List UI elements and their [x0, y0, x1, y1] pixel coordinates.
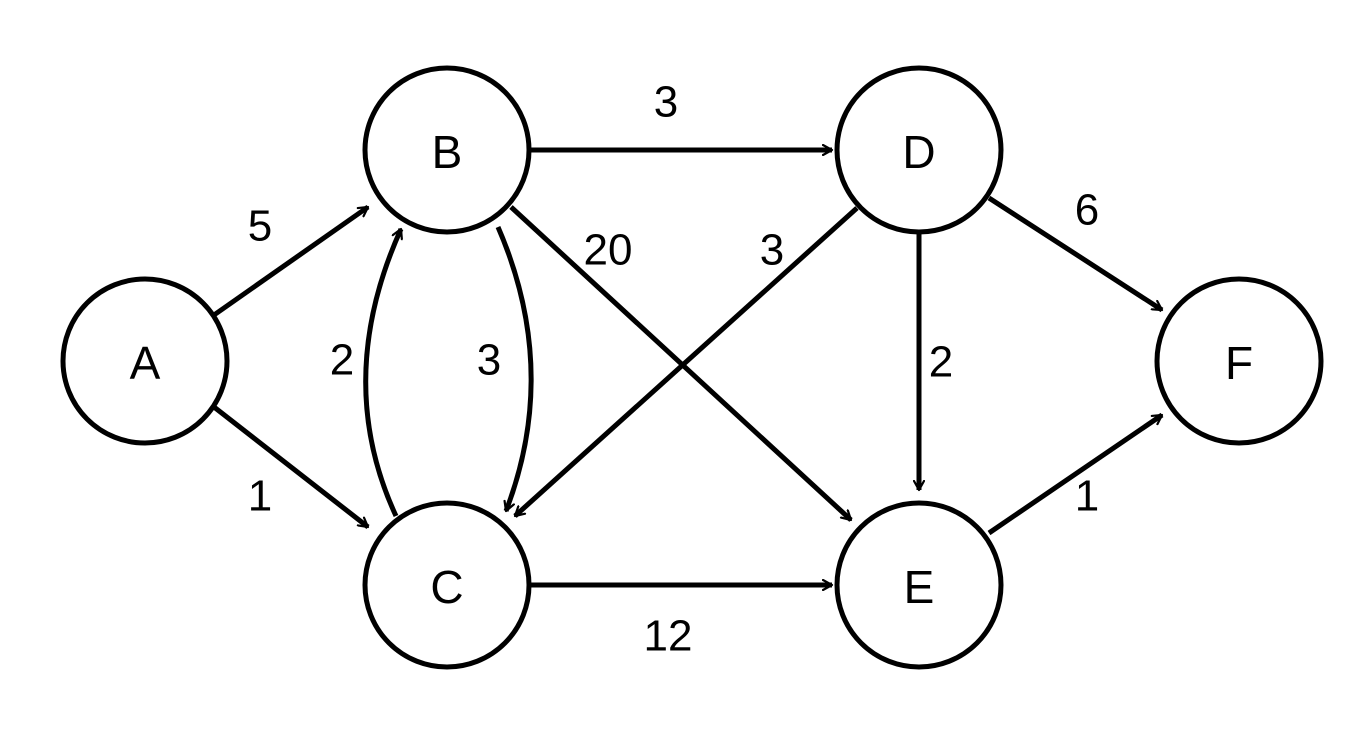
edge-d-f-line [987, 195, 1164, 313]
edge-e-f-weight: 1 [1075, 472, 1099, 521]
edge-c-b-weight: 2 [330, 336, 354, 385]
edge-e-f-line [987, 412, 1164, 536]
edge-b-e-weight: 20 [584, 226, 633, 275]
edge-a-b-weight: 5 [248, 202, 272, 251]
node-d: D [834, 65, 1004, 235]
edge-b-d-weight: 3 [654, 78, 678, 127]
node-c: C [362, 500, 532, 670]
node-f-label: F [1225, 337, 1253, 389]
edge-d-c-line [513, 206, 859, 518]
edge-a-c-weight: 1 [248, 472, 272, 521]
node-a-circle [60, 276, 230, 446]
edge-d-e-weight: 2 [929, 338, 953, 387]
node-b-circle [362, 65, 532, 235]
edge-a-b-line [212, 204, 370, 318]
edge-c-e: 12 [530, 585, 832, 661]
edge-c-b: 2 [330, 229, 404, 518]
edge-a-b: 5 [212, 202, 370, 318]
node-d-label: D [902, 126, 935, 178]
edge-d-c: 3 [513, 206, 859, 518]
node-e-label: E [904, 561, 935, 613]
node-b-label: B [432, 126, 463, 178]
node-d-circle [834, 65, 1004, 235]
edge-e-f: 1 [987, 412, 1164, 536]
node-a: A [60, 276, 230, 446]
node-a-label: A [130, 337, 161, 389]
edge-c-b-line [363, 229, 404, 518]
node-e: E [834, 500, 1004, 670]
edge-d-f-weight: 6 [1075, 186, 1099, 235]
edge-a-c: 1 [212, 405, 370, 529]
edge-d-f: 6 [987, 186, 1164, 313]
edges-layer: 5 1 2 3 3 20 3 [212, 78, 1164, 661]
node-f-circle [1154, 276, 1324, 446]
edge-b-c-line [495, 226, 534, 511]
node-b: B [362, 65, 532, 235]
edge-c-e-weight: 12 [644, 612, 693, 661]
edge-d-e: 2 [919, 233, 953, 490]
node-c-label: C [430, 561, 463, 613]
node-e-circle [834, 500, 1004, 670]
edge-a-c-line [212, 405, 370, 529]
nodes-layer: A B C D E F [60, 65, 1324, 670]
edge-d-c-weight: 3 [760, 226, 784, 275]
edge-b-d: 3 [530, 78, 832, 151]
edge-b-c: 3 [477, 226, 534, 511]
node-c-circle [362, 500, 532, 670]
edge-b-c-weight: 3 [477, 336, 501, 385]
node-f: F [1154, 276, 1324, 446]
